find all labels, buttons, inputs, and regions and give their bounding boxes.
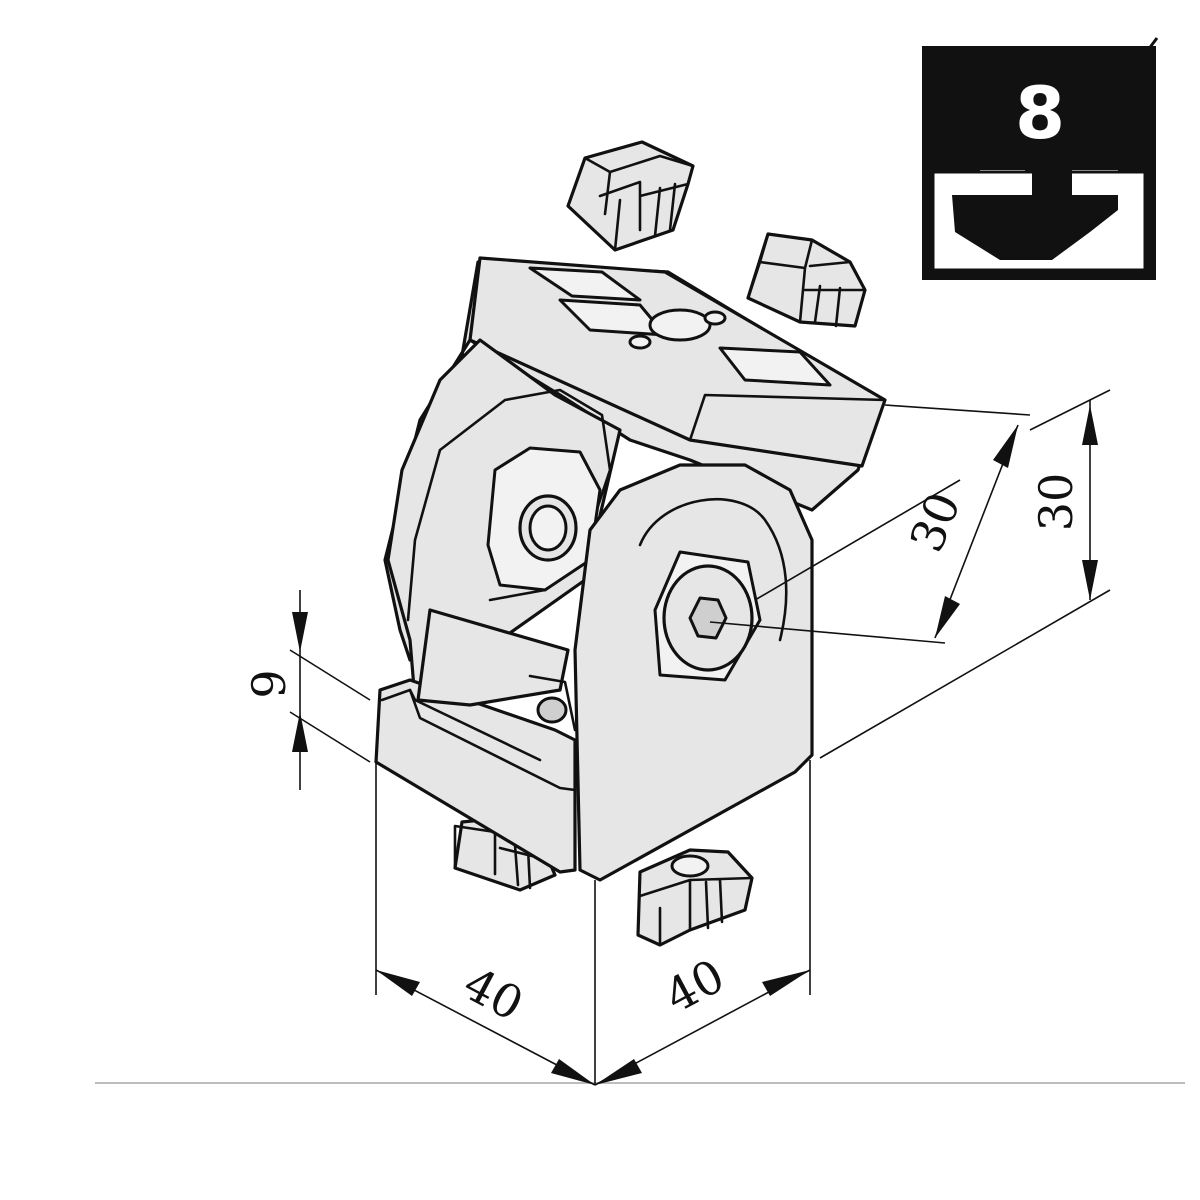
dim-base-width-left-label: 40: [455, 956, 532, 1031]
dim-top-height: 30: [819, 389, 1111, 759]
wedge: [416, 608, 570, 707]
dim-pivot-to-top-label: 30: [899, 485, 971, 560]
dim-base-thickness-label: 9: [242, 669, 296, 698]
top-plate-slot-3: [718, 346, 832, 387]
t-nut-top-right: [746, 232, 867, 328]
slot-size-badge: 8: [922, 37, 1159, 280]
hex-socket: [688, 596, 728, 640]
dim-base-width-right-label: 40: [656, 948, 733, 1023]
badge-slot-size: 8: [1015, 71, 1065, 155]
t-nut-top-left: [566, 140, 695, 252]
dim-top-height-label: 30: [1029, 473, 1083, 532]
badge-corner-tick: [1146, 37, 1159, 51]
top-plate-hole: [648, 308, 712, 342]
dim-base-thickness: 9: [242, 590, 371, 790]
hinge-connector: [374, 256, 887, 882]
t-slot-icon: [952, 172, 1118, 260]
t-nut-bottom-right: [636, 848, 754, 947]
top-plate-slot-1: [528, 266, 642, 302]
